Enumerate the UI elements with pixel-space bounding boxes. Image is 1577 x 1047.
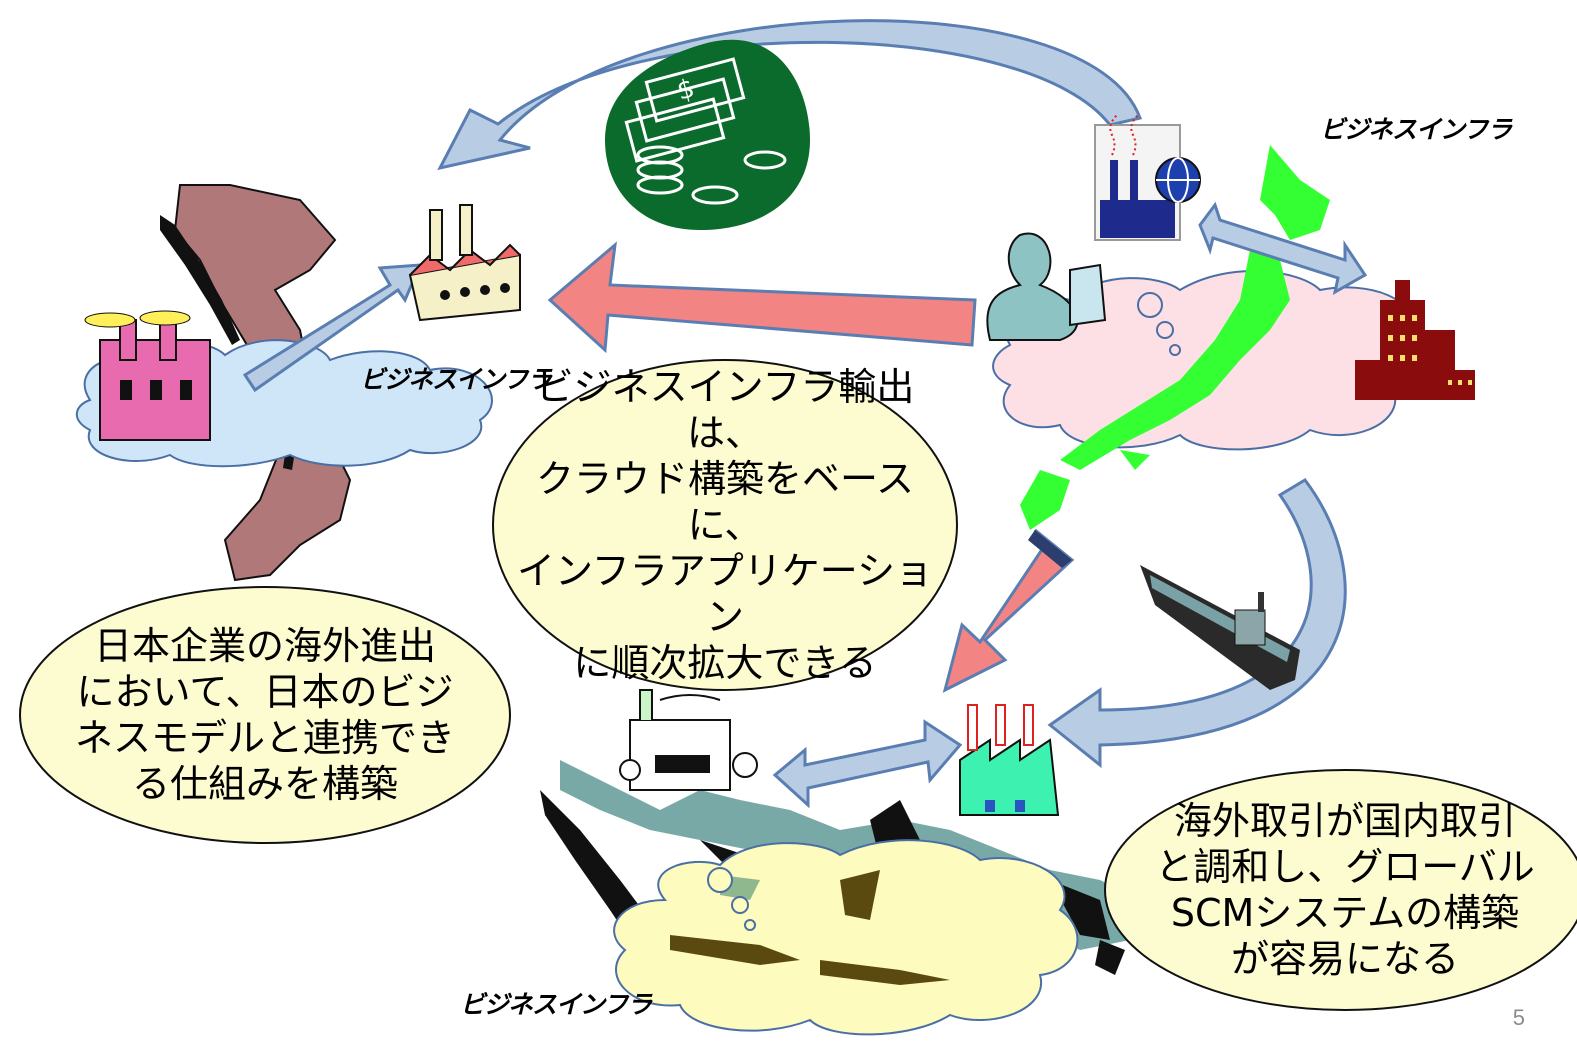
shipping-flow-arrow bbox=[1047, 478, 1347, 769]
export-arrow-down bbox=[942, 528, 1075, 693]
right-bubble-text: 海外取引が国内取引 と調和し、グローバル SCMシステムの構築 が容易になる bbox=[1155, 799, 1535, 981]
center-bubble-shape bbox=[492, 359, 958, 691]
infra-label-bottom: ビジネスインフラ bbox=[460, 990, 652, 1019]
office-building-icon bbox=[1355, 280, 1475, 400]
pink-factory-icon bbox=[84, 310, 211, 441]
infra-label-left: ビジネスインフラ bbox=[360, 365, 552, 394]
money-icon: $ bbox=[605, 39, 810, 231]
ship-icon bbox=[1140, 565, 1300, 690]
export-arrow-left bbox=[547, 241, 977, 354]
svg-text:$: $ bbox=[674, 74, 698, 107]
center-bubble-text: ビジネスインフラ輸出は、 クラウド構築をベースに、 インフラアプリケーション に… bbox=[516, 365, 934, 685]
right-bubble-shape bbox=[1104, 769, 1577, 1011]
indonesia-double-arrow bbox=[772, 719, 963, 809]
green-factory-icon bbox=[959, 704, 1060, 816]
left-bubble-text: 日本企業の海外進出 において、日本のビジ ネスモデルと連携でき る仕組みを構築 bbox=[74, 624, 455, 806]
businessman-icon bbox=[986, 232, 1107, 341]
left-bubble-shape bbox=[19, 586, 511, 844]
japan-map bbox=[1020, 145, 1330, 530]
factory-icon bbox=[408, 204, 521, 322]
japan-building-double-arrow bbox=[1198, 201, 1368, 295]
plant-icon bbox=[619, 689, 758, 791]
money-flow-arrow bbox=[437, 19, 1142, 171]
globe-icon bbox=[1155, 157, 1201, 203]
infra-label-top-right: ビジネスインフラ bbox=[1320, 115, 1512, 144]
indonesia-cloud bbox=[613, 839, 1079, 1036]
page-number: 5 bbox=[1512, 1005, 1525, 1030]
